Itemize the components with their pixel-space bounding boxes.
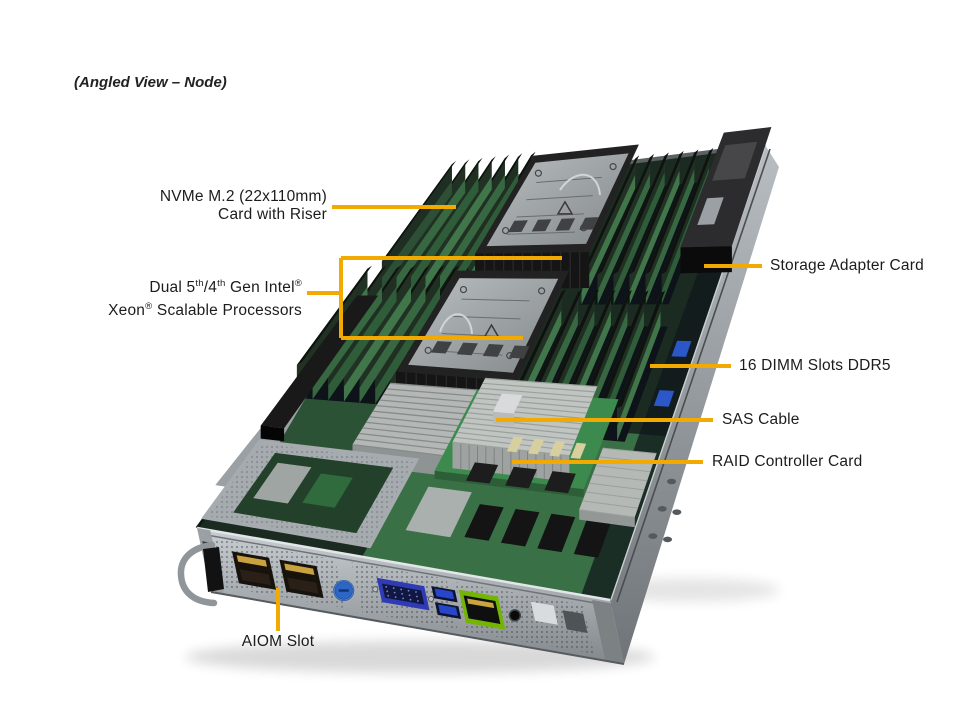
chipset-heatsink	[352, 382, 483, 477]
view-title: (Angled View – Node)	[74, 74, 227, 91]
callout-dimm-label: 16 DIMM Slots DDR5	[739, 357, 891, 374]
retention-wire-2	[439, 313, 473, 335]
callout-lines	[276, 205, 762, 631]
callout-aiom-label: AIOM Slot	[241, 633, 315, 650]
front-panel	[196, 526, 625, 665]
callout-sas-label: SAS Cable	[722, 411, 800, 428]
retention-wires	[559, 173, 601, 196]
callout-nvme-label: NVMe M.2 (22x110mm) Card with Riser	[159, 188, 327, 223]
callout-raid-label: RAID Controller Card	[712, 453, 863, 470]
dimm-bank-rear-right	[579, 147, 716, 305]
front-handle	[177, 541, 224, 607]
dimm-latches	[506, 436, 587, 459]
callout-storage-label: Storage Adapter Card	[770, 257, 924, 274]
callout-cpu-label: Dual 5th/4th Gen Intel® Xeon® Scalable P…	[108, 278, 302, 320]
front-pcb-components	[405, 447, 657, 558]
aiom-bay	[201, 439, 420, 549]
